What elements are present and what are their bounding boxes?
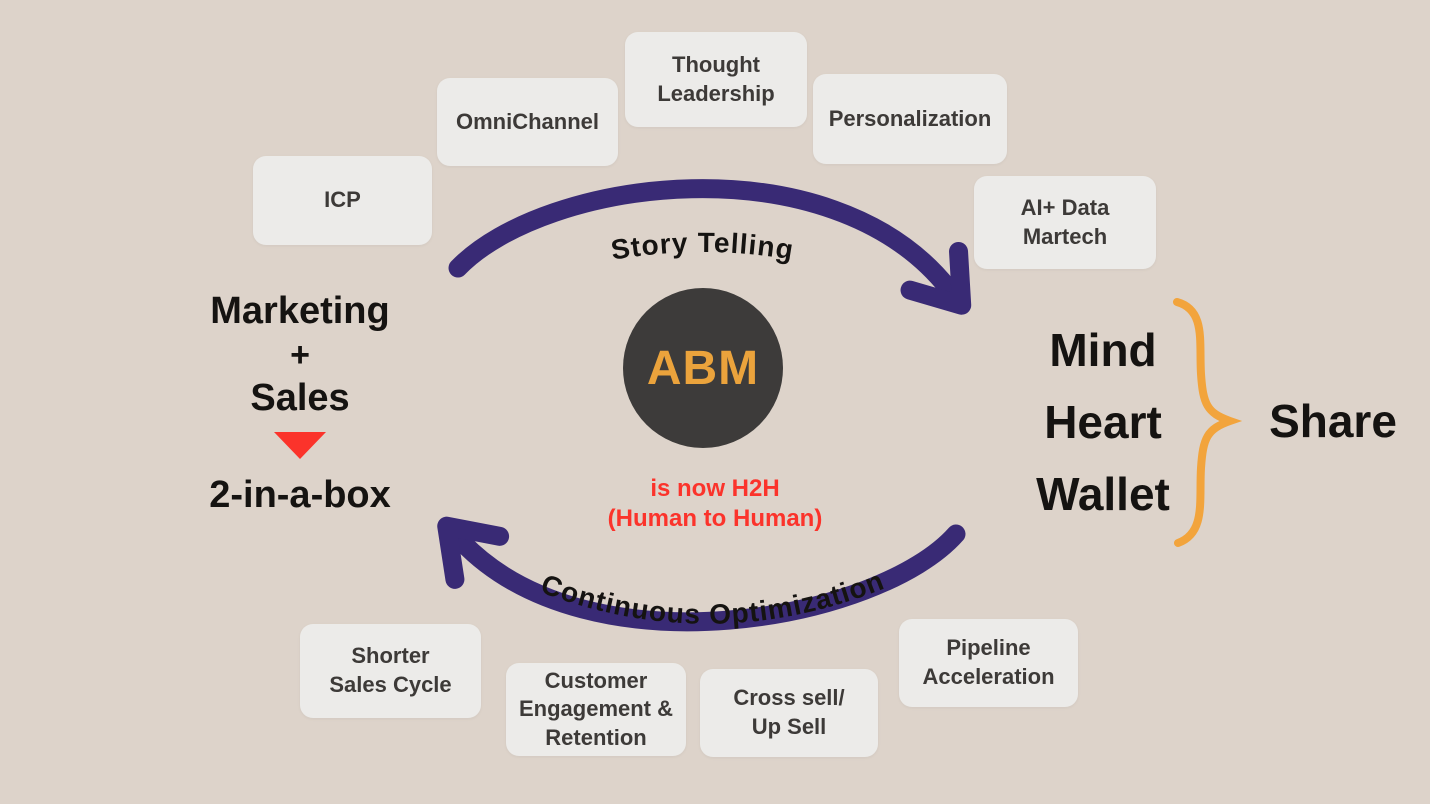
card-customer-engagement: Customer Engagement & Retention <box>506 663 686 756</box>
story-telling-text: Story Telling <box>609 227 795 266</box>
bottom-arc-arrow <box>437 516 966 632</box>
card-thought-leadership: Thought Leadership <box>625 32 807 127</box>
top-text-guide <box>500 252 905 292</box>
abm-subtitle-line2: (Human to Human) <box>607 505 823 532</box>
share-label: Share <box>1269 395 1397 447</box>
marketing-sales-group: Marketing + Sales 2-in-a-box <box>175 288 425 519</box>
marketing-label: Marketing <box>210 290 390 332</box>
mind-heart-wallet-group: Mind Heart Wallet <box>1008 314 1198 530</box>
down-triangle-icon <box>274 432 326 459</box>
two-in-a-box-label: 2-in-a-box <box>209 474 391 516</box>
plus-label: + <box>290 336 310 374</box>
card-personalization: Personalization <box>813 74 1007 164</box>
card-icp-label: ICP <box>324 187 361 213</box>
abm-circle: ABM <box>623 288 783 448</box>
card-personalization-label: Personalization <box>828 105 992 131</box>
card-cross-sell-up-sell-label: Cross sell/ Up Sell <box>733 685 845 739</box>
heart-label: Heart <box>1044 396 1162 448</box>
curly-brace-icon <box>1173 298 1243 547</box>
card-shorter-sales-cycle: Shorter Sales Cycle <box>300 624 481 718</box>
abm-subtitle-line1: is now H2H <box>650 475 780 502</box>
abm-subtitle: is now H2H (Human to Human) <box>565 474 865 534</box>
card-omnichannel: OmniChannel <box>437 78 618 166</box>
top-arc-arrow <box>448 179 972 315</box>
story-telling-label: Story Telling <box>609 227 796 266</box>
wallet-label: Wallet <box>1036 468 1170 520</box>
sales-label: Sales <box>250 377 350 419</box>
card-ai-data-martech: AI+ Data Martech <box>974 176 1156 269</box>
card-pipeline-acceleration-label: Pipeline Acceleration <box>922 635 1055 689</box>
card-omnichannel-label: OmniChannel <box>455 108 599 134</box>
card-icp: ICP <box>253 156 432 245</box>
mind-label: Mind <box>1049 324 1157 376</box>
card-thought-leadership-label: Thought Leadership <box>657 51 775 106</box>
abm-circle-label: ABM <box>646 341 760 395</box>
card-cross-sell-up-sell: Cross sell/ Up Sell <box>700 669 878 757</box>
card-pipeline-acceleration: Pipeline Acceleration <box>899 619 1078 707</box>
card-ai-data-martech-label: AI+ Data Martech <box>1020 194 1110 249</box>
card-shorter-sales-cycle-label: Shorter Sales Cycle <box>329 643 452 697</box>
card-customer-engagement-label: Customer Engagement & Retention <box>518 667 674 750</box>
